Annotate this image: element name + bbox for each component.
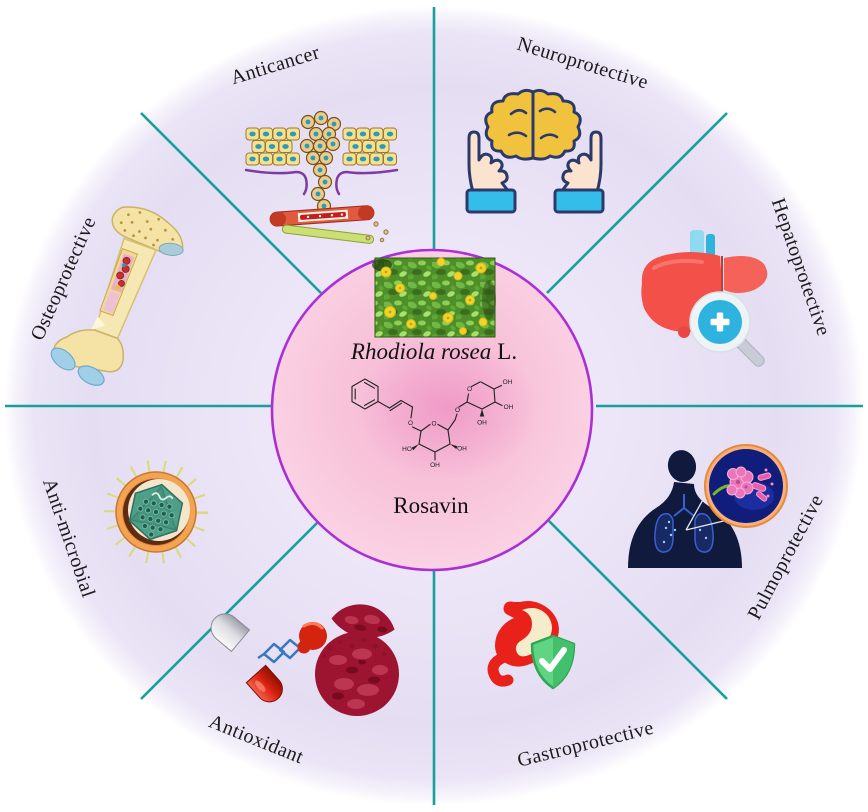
left-hand-icon (465, 130, 517, 214)
magnifier-cross-icon (689, 291, 765, 367)
atom-label: OH (504, 404, 514, 411)
sector-divider-lines (5, 7, 863, 805)
compound-name: Rosavin (393, 493, 469, 518)
brain-icon (484, 88, 582, 161)
capsule-spring-glove-free-radical-icon (210, 604, 399, 716)
plant-name-italic: Rhodiola rosea (350, 339, 491, 364)
atom-label: O (455, 407, 460, 414)
atom-label: OH (457, 446, 467, 453)
atom-label: O (467, 386, 472, 393)
hands-holding-brain-icon (465, 88, 605, 214)
atom-label: OH (503, 379, 513, 386)
stomach-with-shield-check-icon (487, 601, 576, 690)
atom-label: HO (402, 446, 412, 453)
atom-label: OH (477, 420, 487, 427)
plant-name-suffix: L. (497, 339, 517, 364)
bone-cross-section-icon (50, 206, 184, 386)
right-hand-icon (553, 130, 605, 214)
atom-label: O (408, 420, 413, 427)
atom-label: OH (430, 462, 440, 469)
atom-label: O (431, 421, 436, 428)
magnified-alveolus-bubble (704, 444, 788, 528)
lungs-infection-magnified-icon (628, 444, 788, 568)
shield-check-icon (530, 634, 576, 690)
boxing-glove-icon (297, 621, 327, 654)
rosavin-structure-drawing: O O HO OH OH O O OH OH OH (351, 378, 514, 469)
rhodiola-rosea-plant-photo (372, 257, 496, 338)
free-radical-ball (315, 604, 399, 716)
virus-cross-section-icon (104, 460, 208, 564)
liver-with-magnifier-icon (641, 230, 768, 367)
tumor-tissue-invasion-icon (244, 110, 399, 244)
yellow-flowers (380, 257, 488, 335)
